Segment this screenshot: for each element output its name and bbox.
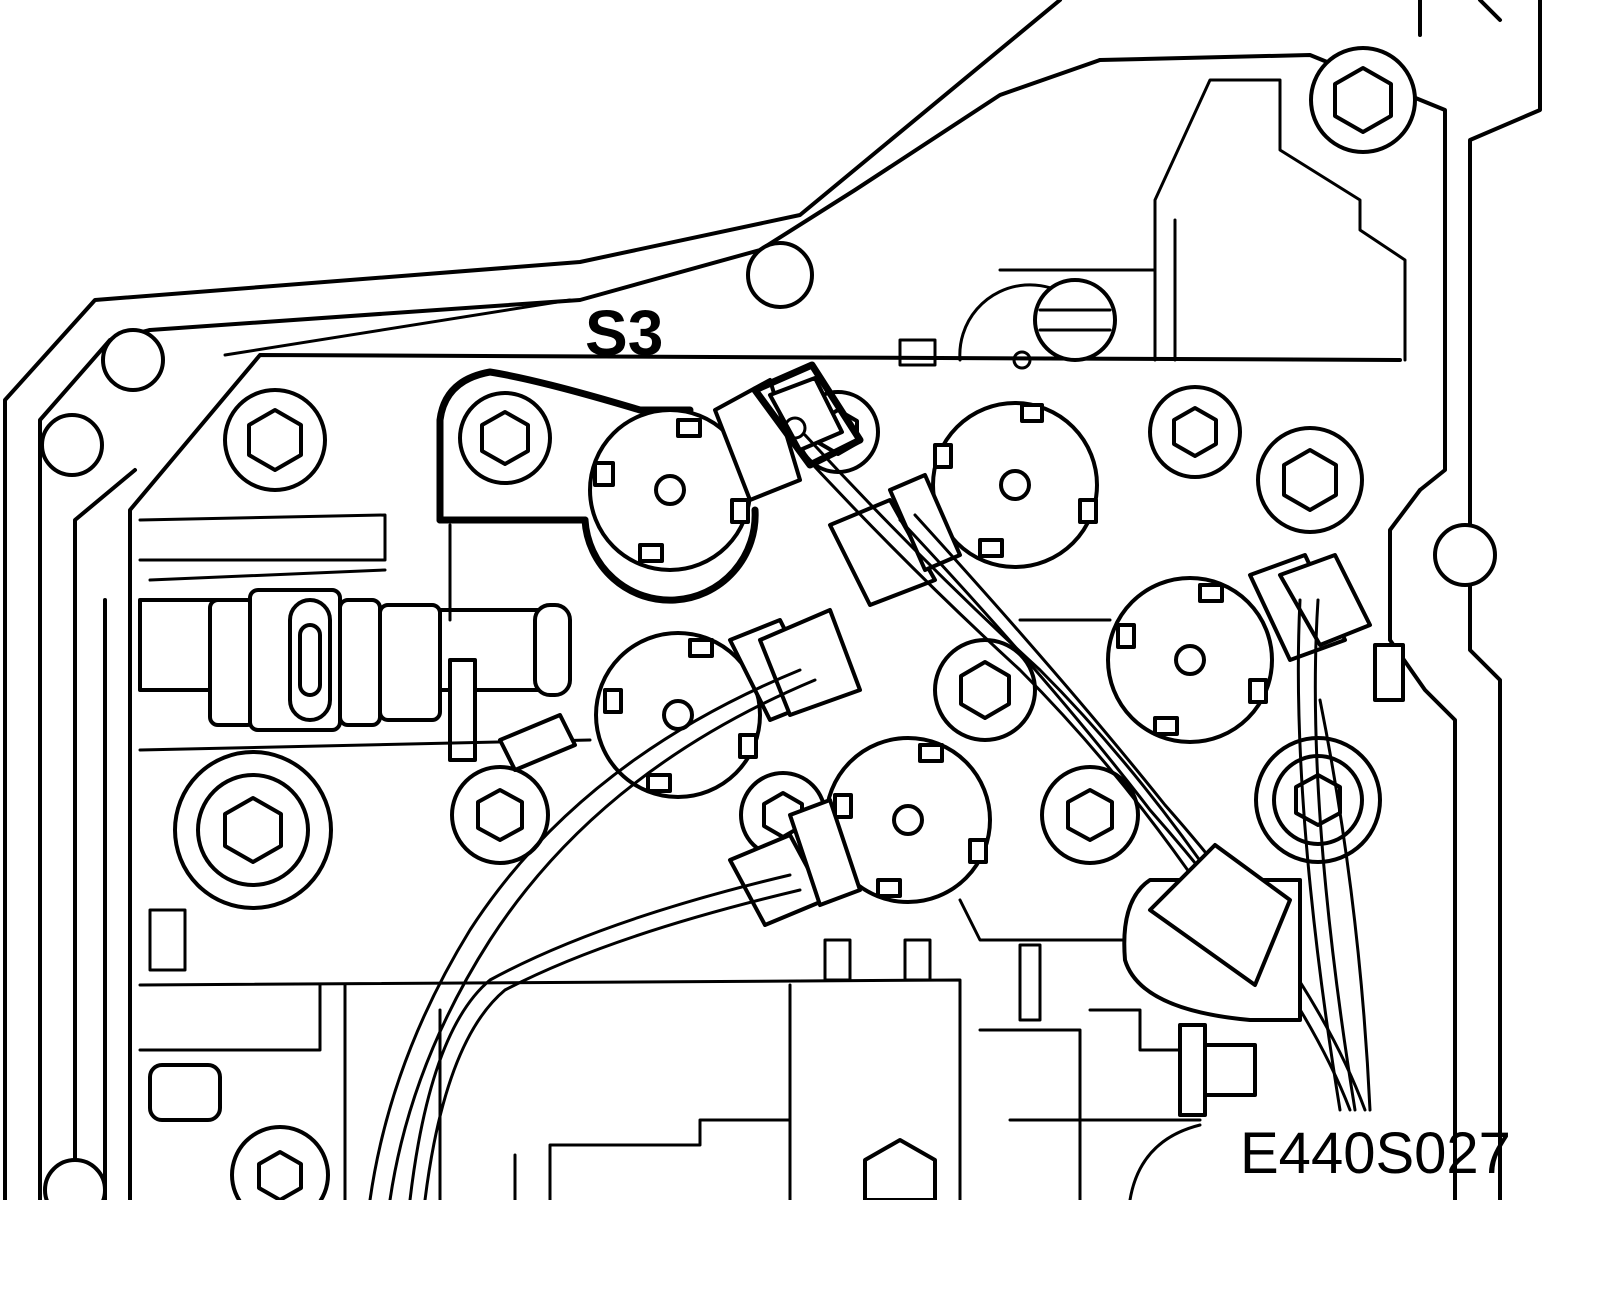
bottom-margin bbox=[0, 1200, 1600, 1292]
hole-right bbox=[1433, 523, 1497, 587]
bolt-top-right bbox=[1309, 46, 1417, 154]
mounting-holes bbox=[40, 241, 1497, 1222]
bolt-upper-right bbox=[1148, 385, 1242, 479]
bolt-lower-middle bbox=[450, 765, 550, 865]
bolt-s3-bracket bbox=[458, 391, 552, 485]
bolt-lower-right-middle bbox=[1040, 765, 1140, 865]
bolt-center bbox=[933, 638, 1037, 742]
solenoid-s3 bbox=[436, 361, 864, 604]
bolt-lower-left-large bbox=[173, 750, 333, 910]
s3-label: S3 bbox=[585, 297, 663, 369]
solenoid-lower-center bbox=[728, 736, 992, 927]
hex-bolts bbox=[173, 46, 1417, 1225]
solenoid-middle-left bbox=[498, 608, 862, 799]
s3-leader-line bbox=[223, 298, 572, 357]
s3-connector bbox=[713, 361, 864, 502]
hole-top-center bbox=[746, 241, 814, 309]
figure-reference-code: E440S027 bbox=[1240, 1121, 1511, 1186]
solenoid-right bbox=[1018, 553, 1405, 744]
bolt-bottom-left bbox=[230, 1125, 330, 1225]
bolt-bottom-center bbox=[863, 1138, 937, 1202]
bolt-right bbox=[1256, 426, 1364, 534]
hole-left bbox=[40, 413, 104, 477]
left-valve-assembly bbox=[138, 513, 592, 762]
slotted-screw bbox=[898, 278, 1117, 370]
hole-upper-left bbox=[101, 328, 165, 392]
bolt-upper-left bbox=[223, 388, 327, 492]
solenoid-upper-right bbox=[828, 401, 1099, 607]
s3-callout: S3 bbox=[223, 297, 663, 369]
lower-body bbox=[138, 843, 1302, 1202]
housing-outline bbox=[3, 0, 1542, 1202]
